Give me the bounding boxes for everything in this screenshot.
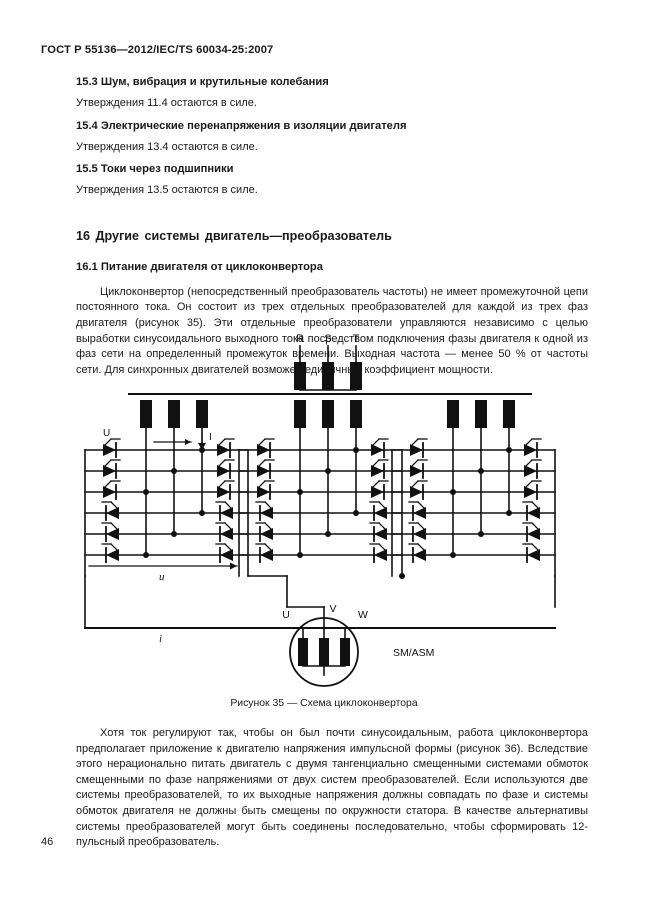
figure-35: R S T <box>41 326 607 716</box>
label-motor-type: SM/ASM <box>393 647 434 659</box>
label-voltage-U: U <box>103 428 110 439</box>
body-15-5: Утверждения 13.5 остаются в силе. <box>76 184 258 197</box>
body-15-3: Утверждения 11.4 остаются в силе. <box>76 97 257 109</box>
body-15-4: Утверждения 13.4 остаются в силе. <box>76 140 258 153</box>
heading-15-5: 15.5 Токи через подшипники <box>76 163 234 176</box>
label-supply-s: S <box>324 333 331 345</box>
label-current-I: I <box>209 432 212 443</box>
label-motor-W: W <box>358 609 368 621</box>
label-supply-t: T <box>353 333 360 345</box>
heading-15-3: 15.3 Шум, вибрация и крутильные колебани… <box>76 76 329 88</box>
clause-16-1-paragraph: Циклоконвертор (непосредственный преобра… <box>76 285 588 376</box>
label-voltage-u: u <box>159 571 165 583</box>
tail-paragraph: Хотя ток регулируют так, чтобы он был по… <box>76 727 588 849</box>
spacer <box>76 199 588 213</box>
label-supply-r: R <box>296 333 304 345</box>
cycloconverter-schematic: R S T <box>84 333 556 687</box>
document-body-lower: Хотя ток регулируют так, чтобы он был по… <box>76 726 588 851</box>
spacer <box>76 275 588 285</box>
subclause-16-1-title: 16.1 Питание двигателя от циклоконвертор… <box>76 260 323 273</box>
spacer <box>76 213 588 227</box>
figure-caption: Рисунок 35 — Схема циклоконвертора <box>230 698 418 709</box>
clause-16-title: 16 Другие системы двигатель—преобразоват… <box>76 228 392 243</box>
label-motor-U: U <box>282 609 290 621</box>
running-head: ГОСТ Р 55136—2012/IEC/TS 60034-25:2007 <box>41 44 274 56</box>
spacer <box>76 245 588 259</box>
heading-15-4: 15.4 Электрические перенапряжения в изол… <box>76 119 407 132</box>
page-number: 46 <box>41 836 54 848</box>
document-body-upper: 15.3 Шум, вибрация и крутильные колебани… <box>76 74 588 378</box>
label-current-i: i <box>159 633 162 645</box>
label-motor-V: V <box>329 603 336 615</box>
